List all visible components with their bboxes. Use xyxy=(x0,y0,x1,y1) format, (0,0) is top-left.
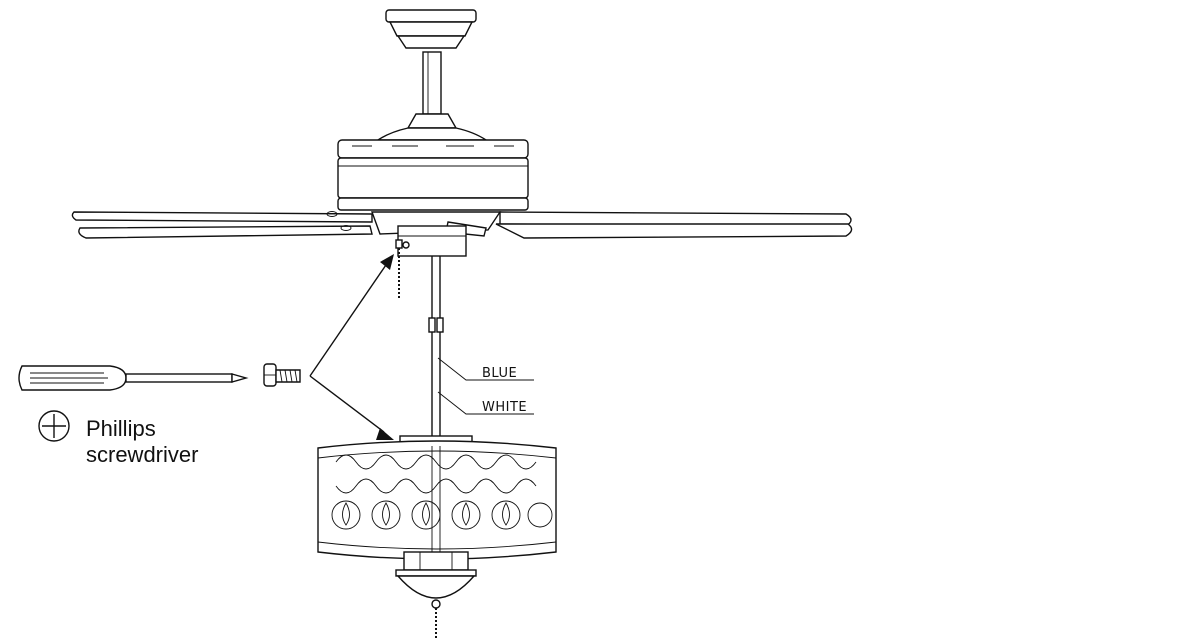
light-kit-bowl xyxy=(395,569,477,609)
wire-label-leaders xyxy=(437,357,534,415)
wire-label-white: WHITE xyxy=(482,400,527,415)
wire-label-blue: BLUE xyxy=(482,366,517,381)
motor-housing xyxy=(337,113,529,211)
light-kit-cage xyxy=(403,551,469,571)
downrod xyxy=(422,51,442,115)
tool-label-line1: Phillips xyxy=(86,416,156,441)
switch-housing xyxy=(395,225,467,257)
tool-label-line2: screwdriver xyxy=(86,442,198,467)
screwdriver xyxy=(18,365,249,391)
fan-blade-left xyxy=(71,211,373,239)
ceiling-canopy xyxy=(385,9,477,49)
phillips-cross-icon xyxy=(38,410,70,442)
wires xyxy=(428,256,444,438)
arrows xyxy=(309,254,394,440)
fan-blade-right xyxy=(495,211,853,239)
screw xyxy=(263,363,301,387)
light-kit-shade xyxy=(317,435,557,560)
